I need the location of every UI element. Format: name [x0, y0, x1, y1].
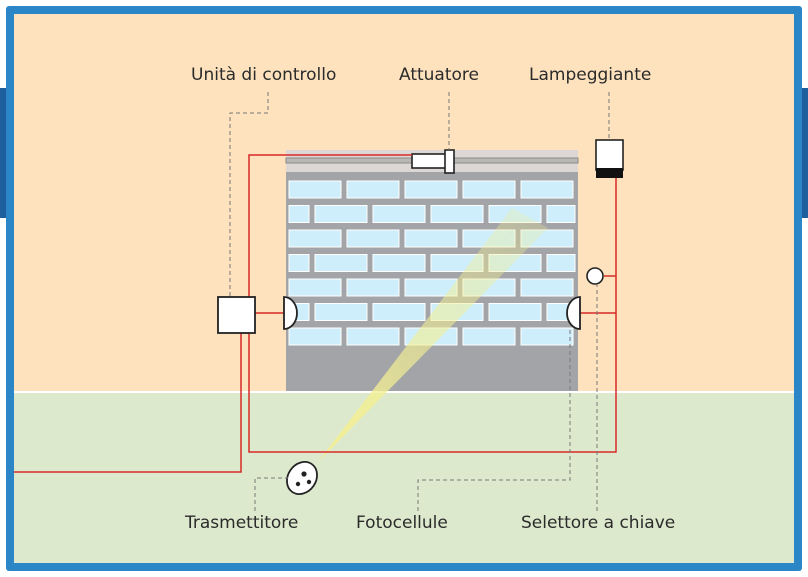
actuator-motor-head — [444, 149, 455, 174]
door-glass-panel — [404, 180, 458, 199]
label-photocells: Fotocellule — [356, 513, 448, 533]
door-glass-panel — [314, 254, 368, 272]
wire-control-to-left-edge — [14, 333, 242, 473]
leader-photocells — [417, 330, 571, 511]
transmitter-beam — [318, 208, 548, 462]
door-glass-panel — [430, 205, 484, 223]
door-glass-panel — [288, 180, 342, 199]
control-unit-box — [217, 296, 256, 334]
door-glass-panel — [520, 327, 574, 346]
wire-control-bottom-loop — [248, 178, 617, 453]
door-glass-panel — [346, 327, 400, 346]
door-glass-panel — [314, 303, 368, 321]
garage-door — [286, 172, 578, 391]
door-glass-panel — [314, 205, 368, 223]
door-glass-panel — [462, 327, 516, 346]
leader-transmitter — [254, 477, 288, 511]
transmitter-remote-icon — [286, 461, 318, 495]
label-flashing-light: Lampeggiante — [529, 65, 652, 85]
door-glass-panel — [520, 180, 574, 199]
door-glass-panel — [346, 278, 400, 297]
key-selector-switch — [586, 267, 604, 285]
flashing-light-base — [596, 168, 623, 178]
door-glass-panel — [288, 254, 310, 272]
door-glass-panel — [346, 229, 400, 248]
label-control-unit: Unità di controllo — [191, 65, 337, 85]
wire-control-to-actuator — [248, 154, 412, 297]
door-glass-panel — [288, 327, 342, 346]
right-edge-tab — [798, 88, 808, 218]
door-glass-panel — [372, 254, 426, 272]
door-glass-panel — [372, 303, 426, 321]
label-transmitter: Trasmettitore — [185, 513, 299, 533]
leader-lines — [229, 92, 610, 511]
door-glass-panel — [546, 205, 576, 223]
right-photocell — [566, 296, 581, 330]
actuator-assembly — [285, 149, 579, 174]
flashing-light-lamp — [595, 139, 624, 171]
left-photocell — [283, 296, 298, 330]
flashing-light — [595, 139, 624, 178]
door-glass-panel — [546, 254, 576, 272]
door-glass-panel — [288, 205, 310, 223]
left-edge-tab — [0, 88, 10, 218]
door-glass-panel — [288, 229, 342, 248]
door-glass-panel — [288, 278, 342, 297]
door-glass-panel — [520, 278, 574, 297]
label-actuator: Attuatore — [399, 65, 479, 85]
leader-control-unit — [229, 92, 269, 297]
door-glass-panel — [462, 180, 516, 199]
door-glass-panel — [404, 229, 458, 248]
wiring — [14, 154, 617, 473]
label-key-selector: Selettore a chiave — [521, 513, 676, 533]
lawn-background — [14, 392, 794, 563]
door-glass-panel — [488, 303, 542, 321]
door-glass-panel — [372, 205, 426, 223]
door-glass-panel — [346, 180, 400, 199]
actuator-motor-body — [411, 153, 447, 169]
